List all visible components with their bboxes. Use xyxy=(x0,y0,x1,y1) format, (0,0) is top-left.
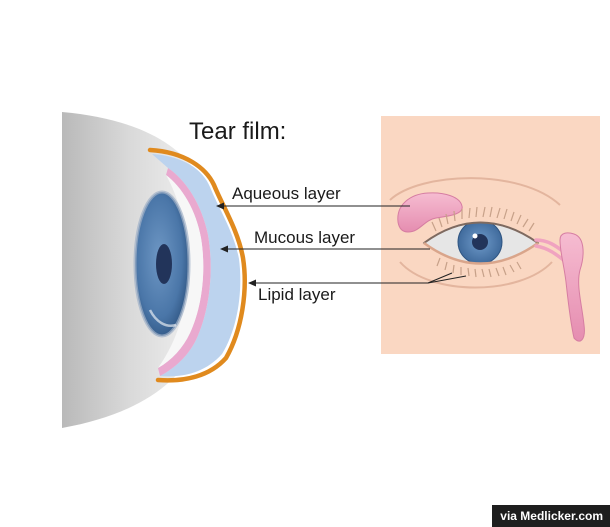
eye-side-view xyxy=(62,112,247,428)
lower-eyelashes xyxy=(436,257,522,278)
aqueous-layer-label: Aqueous layer xyxy=(232,184,341,203)
nasolacrimal-duct xyxy=(559,232,585,342)
credit-badge: via Medlicker.com xyxy=(492,505,610,527)
lipid-pointer xyxy=(248,272,467,287)
upper-lid-crease xyxy=(389,177,561,206)
aqueous-layer xyxy=(152,154,241,377)
pupil-side xyxy=(156,244,172,284)
iris-highlight xyxy=(148,309,177,327)
lipid-layer-label: Lipid layer xyxy=(258,285,336,304)
mucous-pointer xyxy=(220,245,430,253)
aqueous-pointer xyxy=(216,202,410,210)
lacrimal-gland xyxy=(397,192,463,233)
diagram-title: Tear film: xyxy=(189,118,286,145)
lower-lid-crease xyxy=(399,261,553,289)
mucous-layer-label: Mucous layer xyxy=(254,228,355,247)
upper-eyelashes xyxy=(431,206,535,232)
iris-glint xyxy=(472,233,478,239)
iris-rim xyxy=(133,190,191,338)
lower-lid-margin xyxy=(423,241,539,265)
cornea xyxy=(158,175,204,368)
upper-lid-margin xyxy=(423,221,539,244)
eye-front-view xyxy=(381,116,600,354)
mucous-layer xyxy=(158,168,211,376)
lipid-layer-outline xyxy=(147,147,247,383)
